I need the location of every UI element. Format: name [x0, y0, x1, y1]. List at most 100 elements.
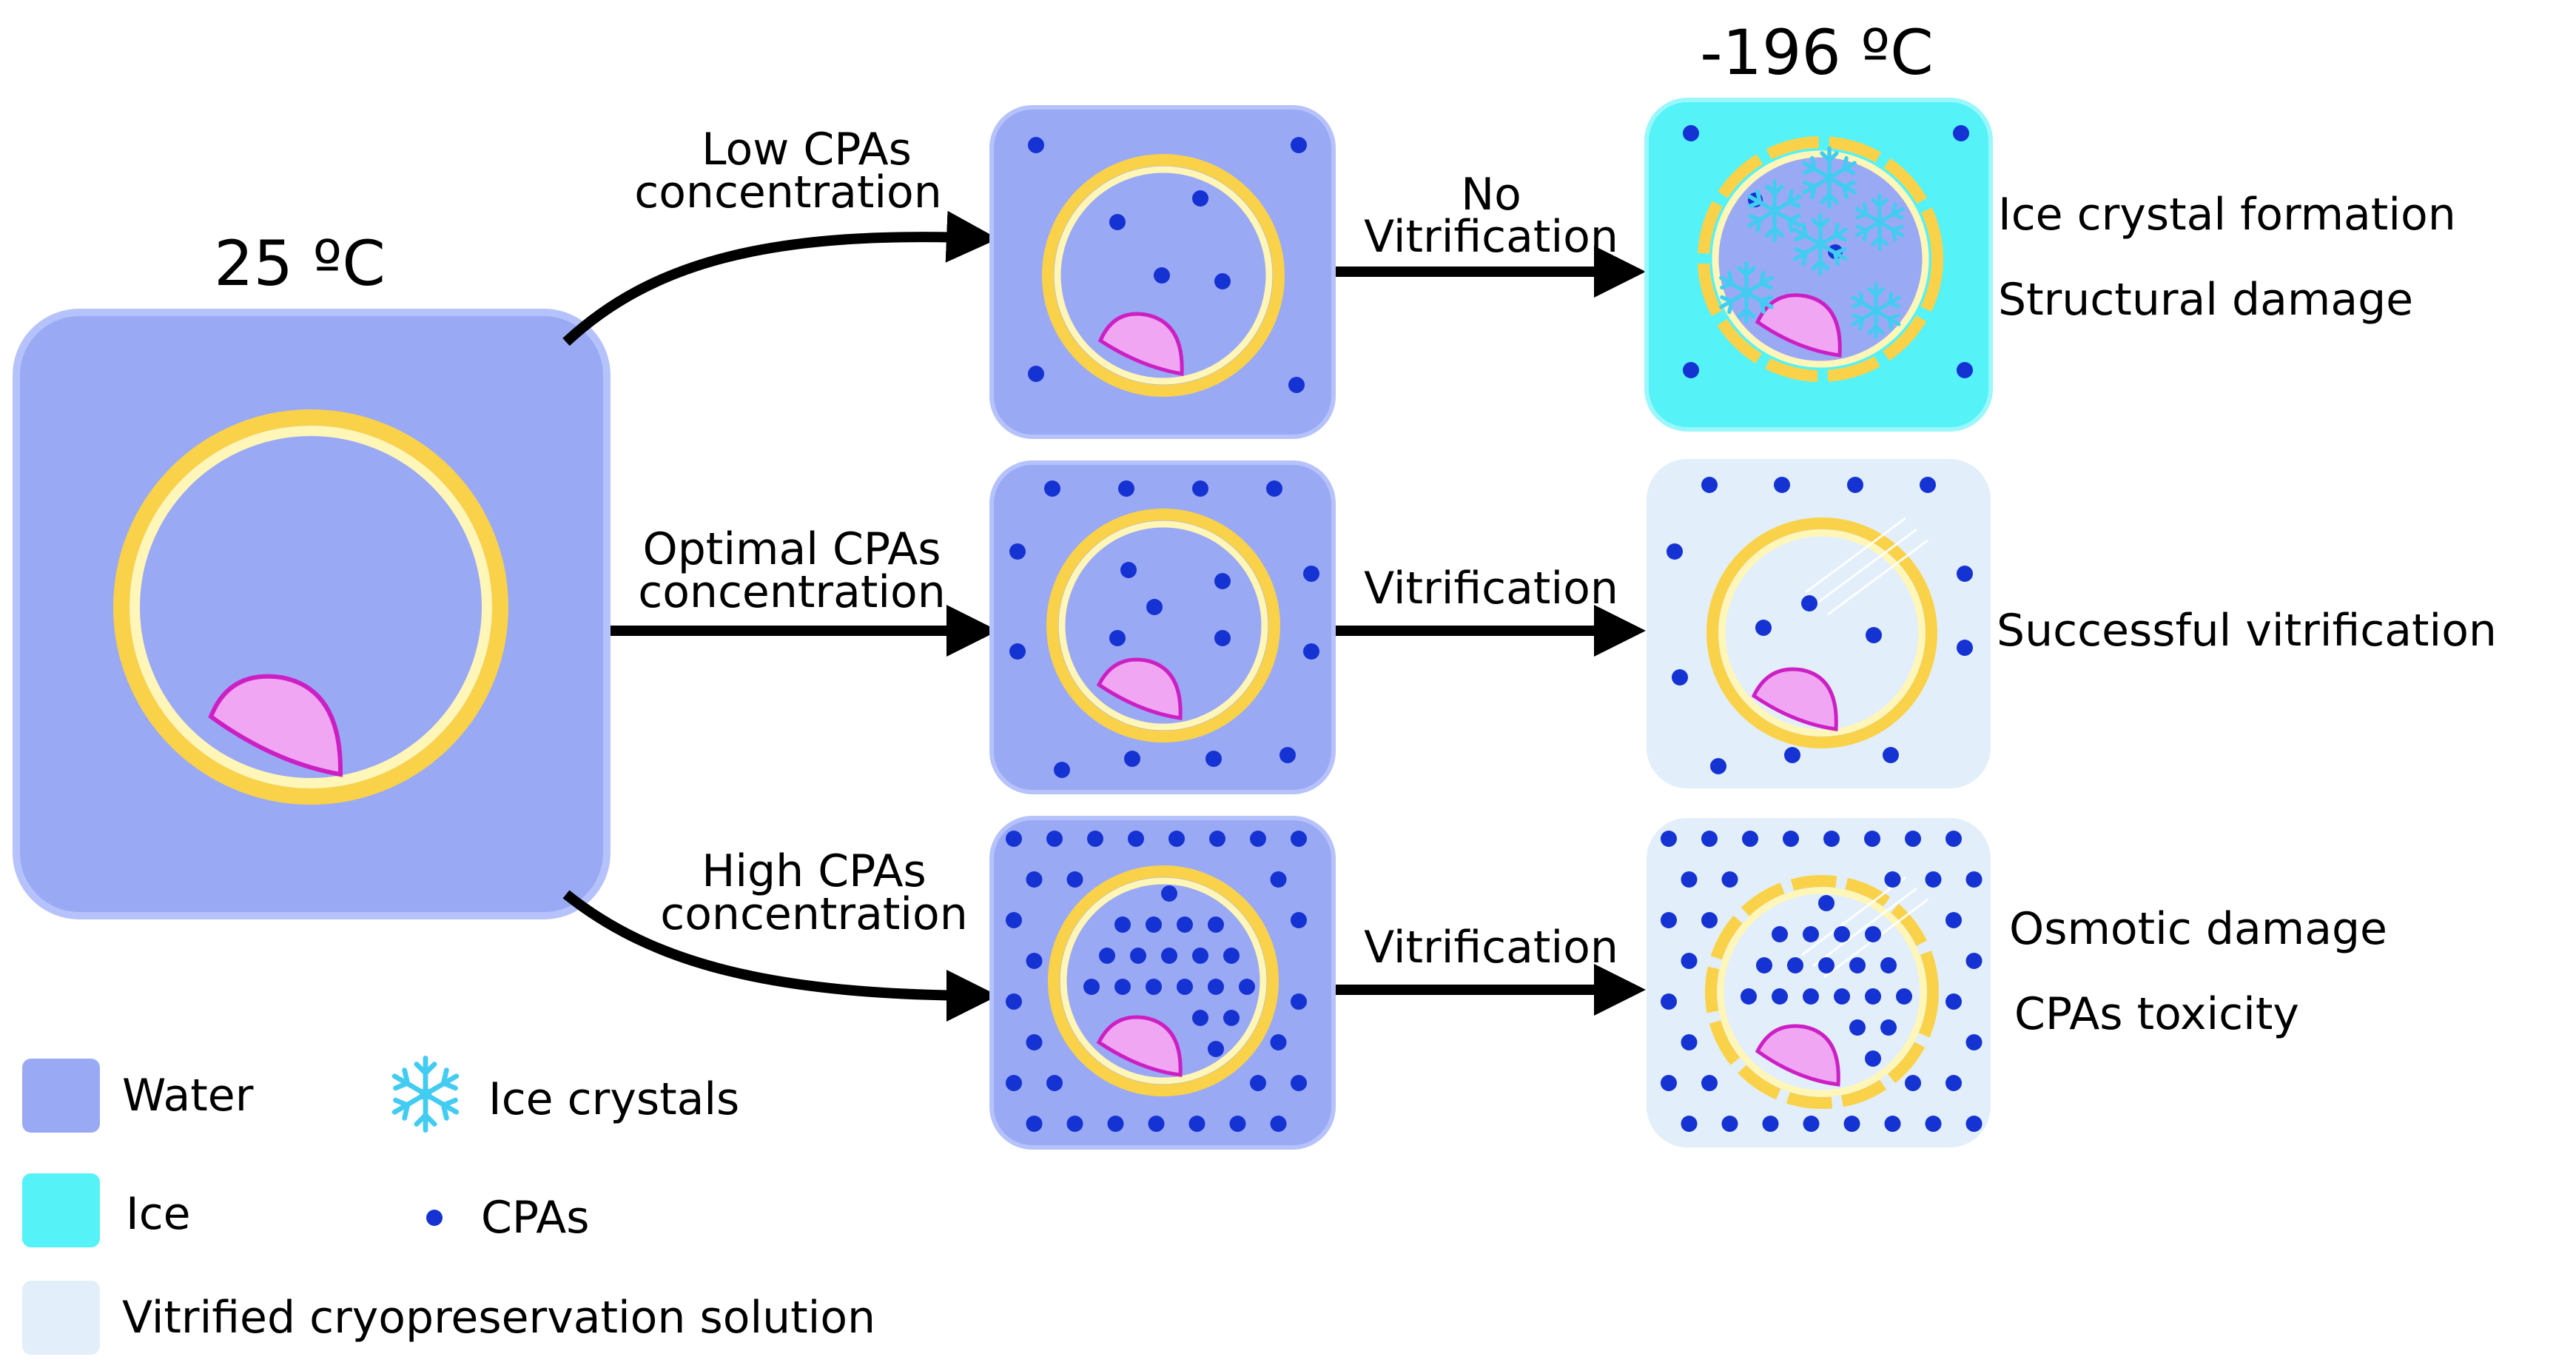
nucleus: [1096, 657, 1183, 720]
cpa-dots: [1028, 137, 1307, 393]
cpa-dot: [1880, 1019, 1897, 1036]
cpa-dot: [1114, 916, 1131, 933]
cpa-dot: [1188, 1116, 1205, 1132]
cpa-dot: [1661, 831, 1677, 847]
cpa-dot: [1681, 1116, 1698, 1132]
cpa-dot: [1291, 1075, 1307, 1091]
panel-high-cpa: [989, 816, 1336, 1150]
cpa-dot: [1192, 948, 1208, 964]
outcome-osmotic-damage: Osmotic damage: [2009, 903, 2387, 955]
cpa-dot: [1229, 1116, 1246, 1132]
legend-swatch-ice: [22, 1173, 100, 1247]
outcome-structural-damage: Structural damage: [1998, 274, 2413, 326]
cpa-dot: [1905, 1075, 1921, 1091]
cpa-dot: [1026, 1116, 1043, 1132]
cpa-dot: [1128, 831, 1144, 847]
no-vitrification-label-1: No: [1461, 169, 1521, 221]
cpa-dot: [1925, 1116, 1942, 1132]
cpa-dot: [1843, 1116, 1860, 1132]
cpa-dot: [1864, 831, 1880, 847]
cpa-dot: [1250, 831, 1266, 847]
cpa-dot: [1756, 957, 1772, 973]
cpa-dots: [1009, 480, 1319, 778]
branch-arrows: [562, 210, 998, 1022]
cpa-dot: [1742, 831, 1758, 847]
cpa-dot: [1925, 871, 1942, 888]
cpa-dot: [1803, 988, 1819, 1005]
cpa-dot: [1681, 871, 1698, 888]
cpa-dot: [1849, 1019, 1866, 1036]
outcome-successful-vitrification: Successful vitrification: [1997, 605, 2497, 657]
panel-optimal-cpa: [989, 460, 1336, 794]
high-cpa-label-2: concentration: [660, 888, 968, 940]
cpa-dot: [1270, 871, 1287, 888]
cpa-dot: [1965, 1116, 1983, 1132]
legend-label-ice: Ice: [126, 1188, 191, 1240]
cpa-dot: [1146, 979, 1162, 995]
cpa-dot: [1946, 993, 1962, 1010]
cpa-dot: [1066, 1116, 1083, 1132]
outcome-ice-crystal: Ice crystal formation: [1998, 189, 2456, 241]
cpa-dots: [1667, 477, 1973, 774]
cpa-dot: [1161, 948, 1177, 964]
cpa-dot: [1946, 1075, 1962, 1091]
nucleus: [1751, 667, 1838, 731]
cpa-dot: [1083, 979, 1100, 995]
nucleus: [1096, 1015, 1183, 1077]
cpa-dot: [1066, 871, 1083, 888]
cpa-dots: [1661, 831, 1983, 1132]
cpa-dot: [1006, 912, 1022, 928]
cpa-dot: [1681, 953, 1698, 969]
no-vitrification-label-2: Vitrification: [1364, 211, 1618, 263]
cpa-dot: [1661, 912, 1677, 928]
cpa-dot: [1177, 916, 1193, 933]
initial-cell-panel: [13, 309, 611, 919]
cpa-dot: [1701, 831, 1718, 847]
cpa-dot: [1965, 953, 1983, 969]
cpa-dot: [1834, 926, 1850, 942]
legend-label-ice-crystals: Ice crystals: [488, 1073, 739, 1125]
optimal-cpa-label-1: Optimal CPAs: [642, 523, 941, 575]
legend: Water Ice Vitrified cryopreservation sol…: [22, 1058, 875, 1355]
cpa-dot: [1148, 1116, 1165, 1132]
cpa-dot: [1741, 988, 1757, 1005]
cpa-dot: [1965, 1034, 1983, 1050]
cpa-dot: [1270, 1116, 1287, 1132]
cpa-dot: [1192, 1010, 1208, 1026]
cpa-dot: [1161, 885, 1177, 902]
cpa-dot: [1701, 912, 1718, 928]
cpa-dot: [1946, 831, 1962, 847]
cpa-dot: [1772, 988, 1788, 1005]
cpa-dot: [1006, 993, 1022, 1010]
cpa-dot: [1818, 957, 1835, 973]
cpa-dot: [1291, 993, 1307, 1010]
legend-swatch-vitrified: [22, 1281, 100, 1355]
cpa-dot: [1884, 871, 1901, 888]
high-cpa-label-1: High CPAs: [702, 845, 927, 897]
arrow-high-cpa: [562, 890, 998, 1022]
cpa-dot: [1291, 831, 1307, 847]
low-cpa-label-2: concentration: [634, 167, 942, 218]
temp-label-end: -196 ºC: [1700, 16, 1934, 89]
cpa-dot: [1006, 831, 1022, 847]
cpa-dot: [1146, 916, 1162, 933]
outcome-cpa-toxicity: CPAs toxicity: [2014, 988, 2299, 1040]
cpa-dot: [1880, 957, 1897, 973]
cpa-dot: [1803, 1116, 1820, 1132]
cpa-dot: [1239, 979, 1255, 995]
nucleus: [1097, 312, 1184, 376]
legend-ice-crystal-icon: [394, 1058, 457, 1130]
cpa-dot: [1721, 871, 1738, 888]
cpa-dot: [1905, 831, 1921, 847]
cpa-dot: [1208, 1041, 1224, 1057]
cpa-dot: [1026, 871, 1043, 888]
low-cpa-label-1: Low CPAs: [702, 124, 912, 175]
arrow-low-cpa: [562, 210, 998, 346]
cpa-dot: [1884, 1116, 1901, 1132]
cpa-dot: [1762, 1116, 1779, 1132]
cpa-dot: [1661, 993, 1677, 1010]
cpa-dot: [1896, 988, 1912, 1005]
legend-label-water: Water: [122, 1070, 254, 1122]
cpa-dot: [1087, 831, 1103, 847]
nucleus: [1755, 1024, 1840, 1087]
